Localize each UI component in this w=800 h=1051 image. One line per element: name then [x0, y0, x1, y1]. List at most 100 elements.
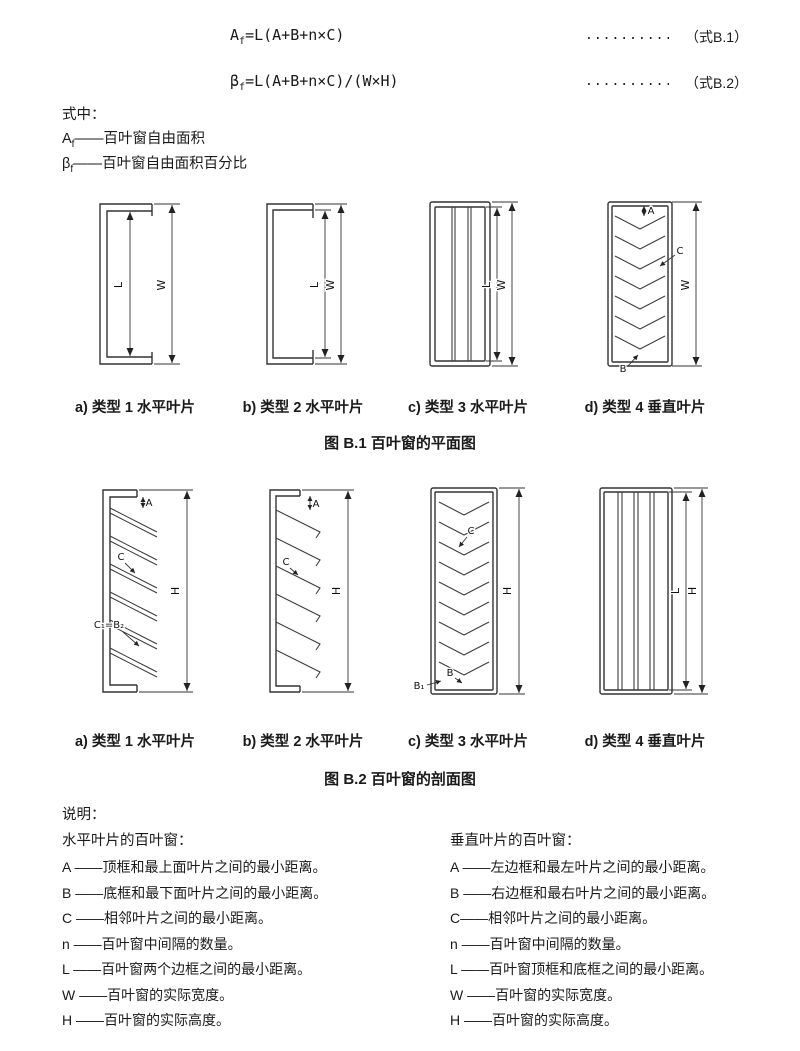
- dim-label-L: L: [308, 281, 321, 288]
- formula-b2: βf=L(A+B+n×C)/(W×H): [230, 72, 399, 94]
- formula-b1-tag: （式B.1）: [685, 29, 749, 45]
- dim-label-W: W: [155, 279, 168, 290]
- fig-b1-caption-a: a) 类型 1 水平叶片: [74, 400, 196, 416]
- fig-b1-caption-c: c) 类型 3 水平叶片: [407, 400, 529, 416]
- notes-left-heading: 水平叶片的百叶窗：: [62, 833, 193, 849]
- louver-frame-outline: [102, 489, 138, 693]
- where-af-symbol: A: [62, 131, 72, 147]
- dim-label-H: H: [169, 587, 182, 595]
- fig-b1-title: 图 B.1 百叶窗的平面图: [324, 435, 476, 452]
- note-item: A ——左边框和最左叶片之间的最小距离。: [450, 859, 715, 875]
- dimension-lines: [122, 489, 193, 693]
- dim-label-A: A: [146, 498, 153, 509]
- formula-b1-expression: =L(A+B+n×C): [245, 26, 345, 44]
- formula-b2-symbol: β: [230, 72, 240, 90]
- formula-b1-subscript: f: [239, 36, 246, 47]
- fig-b2-caption-a: a) 类型 1 水平叶片: [74, 734, 196, 750]
- dimension-lines: [627, 201, 702, 367]
- where-intro: 式中：: [62, 107, 106, 123]
- dimension-lines: [486, 201, 518, 367]
- where-line-bf: βf——百叶窗自由面积百分比: [62, 155, 247, 176]
- formula-b2-dot-leader: ....................: [585, 74, 669, 89]
- louver-frame-outline: [430, 487, 498, 695]
- where-line-af: Af——百叶窗自由面积: [62, 130, 205, 151]
- fig-b2-title: 图 B.2 百叶窗的剖面图: [324, 771, 476, 788]
- formula-b1-dot-leader: ....................: [585, 28, 669, 43]
- louver-frame-outline: [599, 487, 673, 695]
- where-bf-subscript: f: [70, 163, 74, 175]
- dim-label-C: C: [468, 526, 475, 537]
- fig-b1-caption-b: b) 类型 2 水平叶片: [242, 400, 364, 416]
- where-bf-text: ——百叶窗自由面积百分比: [73, 156, 248, 172]
- dim-label-B1: B₁: [414, 681, 425, 692]
- note-item: n ——百叶窗中间隔的数量。: [62, 935, 242, 952]
- dimension-lines: [126, 203, 180, 365]
- louver-blades: [438, 501, 490, 676]
- fig-b2-caption-d: d) 类型 4 垂直叶片: [584, 734, 706, 750]
- fig-b2-type2-diagram: A C H: [269, 489, 354, 693]
- louver-frame-outline: [269, 489, 301, 693]
- louver-frame-outline: [607, 201, 673, 367]
- fig-b1-caption-d: d) 类型 4 垂直叶片: [584, 400, 706, 416]
- dim-label-C: C: [677, 246, 684, 257]
- louver-frame-outline: [266, 203, 314, 365]
- where-bf-symbol: β: [62, 156, 71, 172]
- note-item: H ——百叶窗的实际高度。: [450, 1012, 618, 1028]
- dim-label-B: B: [620, 364, 627, 375]
- dimension-lines: [669, 487, 708, 695]
- dim-label-C1-equals-B2: C₁=B₂: [94, 620, 124, 631]
- louver-blades: [617, 492, 655, 690]
- louver-blades: [614, 215, 666, 350]
- formula-b2-tag: （式B.2）: [685, 75, 749, 91]
- note-item: B ——右边框和最右叶片之间的最小距离。: [450, 884, 716, 901]
- fig-b1-type1-diagram: L W: [99, 203, 180, 365]
- dimension-lines: [315, 203, 347, 365]
- dim-label-W: W: [679, 279, 692, 290]
- dim-label-A: A: [648, 206, 655, 217]
- dimension-lines: [426, 487, 525, 695]
- dim-label-B: B: [447, 668, 454, 679]
- dim-label-L: L: [112, 281, 125, 288]
- note-item: W ——百叶窗的实际宽度。: [450, 986, 622, 1003]
- dim-label-H: H: [330, 587, 343, 595]
- louver-frame-outline: [429, 201, 491, 367]
- notes-title: 说明：: [62, 807, 106, 823]
- note-item: H ——百叶窗的实际高度。: [62, 1012, 230, 1028]
- dim-label-C: C: [283, 557, 290, 568]
- dim-label-C: C: [118, 552, 125, 563]
- formula-b2-expression: =L(A+B+n×C)/(W×H): [245, 72, 399, 90]
- louver-slats: [275, 509, 321, 679]
- louver-slats: [109, 507, 158, 678]
- note-item: W ——百叶窗的实际宽度。: [62, 986, 234, 1003]
- where-af-text: ——百叶窗自由面积: [74, 131, 205, 147]
- notes-right-heading: 垂直叶片的百叶窗：: [450, 833, 581, 849]
- note-item: C ——相邻叶片之间的最小距离。: [62, 910, 272, 926]
- note-item: L ——百叶窗两个边框之间的最小距离。: [62, 961, 312, 977]
- where-af-subscript: f: [71, 138, 75, 150]
- fig-b1-type4-diagram: A C B W: [607, 201, 702, 376]
- fig-b2-type4-diagram: L H: [599, 487, 708, 695]
- notes-column-horizontal: 水平叶片的百叶窗： A ——顶框和最上面叶片之间的最小距离。 B ——底框和最下…: [62, 828, 327, 1034]
- fig-b2-caption-c: c) 类型 3 水平叶片: [407, 734, 529, 750]
- fig-b2-type3-diagram: C B B₁ H: [412, 487, 525, 695]
- fig-b2-type1-diagram: A C C₁=B₂ H: [93, 489, 193, 693]
- dim-label-H: H: [686, 587, 699, 595]
- dimension-lines: [289, 489, 354, 693]
- fig-b1-type2-diagram: L W: [266, 203, 347, 365]
- notes-column-vertical: 垂直叶片的百叶窗： A ——左边框和最左叶片之间的最小距离。 B ——右边框和最…: [450, 828, 715, 1034]
- fig-b1-type3-diagram: L W: [429, 201, 518, 367]
- fig-b2-caption-b: b) 类型 2 水平叶片: [242, 734, 364, 750]
- note-item: L ——百叶窗顶框和底框之间的最小距离。: [450, 961, 714, 977]
- louver-blades: [451, 207, 472, 361]
- dim-label-L: L: [480, 281, 493, 288]
- louver-frame-outline: [99, 203, 153, 365]
- dim-label-W: W: [324, 279, 337, 290]
- formula-b1: Af=L(A+B+n×C): [230, 26, 344, 48]
- dim-label-L: L: [669, 587, 682, 594]
- note-item: A ——顶框和最上面叶片之间的最小距离。: [62, 859, 327, 875]
- formula-b2-subscript: f: [239, 82, 246, 93]
- dim-label-W: W: [495, 279, 508, 290]
- note-item: B ——底框和最下面叶片之间的最小距离。: [62, 884, 328, 901]
- formula-b1-symbol: A: [230, 26, 240, 44]
